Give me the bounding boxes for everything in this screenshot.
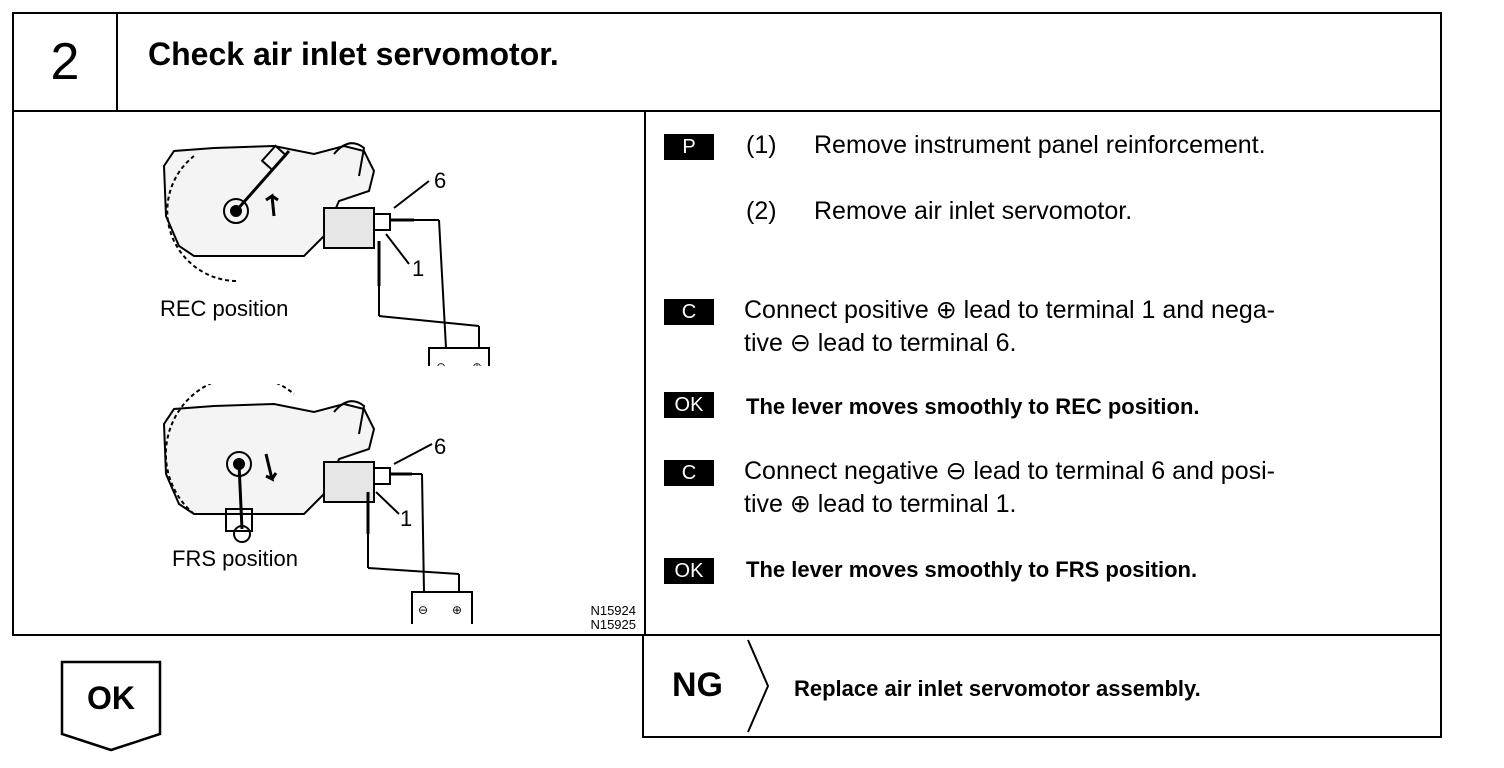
result-frs: The lever moves smoothly to FRS position… <box>746 557 1198 582</box>
step-title: Check air inlet servomotor. <box>148 36 559 72</box>
tag-ok: OK <box>664 558 714 584</box>
instruction-connect-2-line1: Connect negative ⊖ lead to terminal 6 an… <box>744 457 1275 485</box>
instruction-2-number: (2) <box>746 197 777 225</box>
step-frame: 2 Check air inlet servomotor. <box>12 12 1442 636</box>
instructions-panel: P (1) Remove instrument panel reinforceme… <box>646 112 1440 634</box>
instruction-connect-1: Connect positive ⊕ lead to terminal 1 an… <box>744 294 1275 360</box>
frs-terminal-1-label: 1 <box>400 506 412 531</box>
ok-label: OK <box>87 680 135 716</box>
rec-position-label: REC position <box>160 296 289 321</box>
instruction-1-text: Remove instrument panel reinforcement. <box>814 131 1266 159</box>
rec-servomotor-illustration: 6 1 ⊖ ⊕ <box>162 142 490 366</box>
tag-p: P <box>664 134 714 160</box>
svg-text:⊖: ⊖ <box>436 360 446 366</box>
svg-text:⊕: ⊕ <box>452 603 462 617</box>
ng-branch: NG Replace air inlet servomotor assembly… <box>642 636 1442 738</box>
instruction-connect-1-line2: tive ⊖ lead to terminal 6. <box>744 329 1017 357</box>
rec-terminal-1-label: 1 <box>412 256 424 281</box>
illustration-panel: 6 1 ⊖ ⊕ REC position <box>14 112 646 634</box>
instruction-1: (1) Remove instrument panel reinforcement… <box>746 129 1266 162</box>
frs-terminal-6-label: 6 <box>434 434 446 459</box>
ok-arrow-box-icon <box>60 660 162 752</box>
tag-ok: OK <box>664 392 714 418</box>
step-header: 2 Check air inlet servomotor. <box>14 14 1440 112</box>
figure-code: N15924 <box>590 603 636 618</box>
tag-c: C <box>664 460 714 486</box>
frs-servomotor-illustration: 6 1 ⊖ ⊕ <box>162 384 473 624</box>
instruction-connect-2-line2: tive ⊕ lead to terminal 1. <box>744 490 1017 518</box>
ng-action-text: Replace air inlet servomotor assembly. <box>794 676 1201 701</box>
figure-code: N15925 <box>590 617 636 632</box>
rec-terminal-6-label: 6 <box>434 168 446 193</box>
instruction-2: (2) Remove air inlet servomotor. <box>746 195 1132 228</box>
step-number: 2 <box>14 14 118 110</box>
instruction-2-text: Remove air inlet servomotor. <box>814 197 1133 225</box>
ok-branch: OK <box>60 660 162 752</box>
svg-text:⊕: ⊕ <box>472 360 482 366</box>
result-rec: The lever moves smoothly to REC position… <box>746 394 1200 419</box>
chevron-right-icon <box>747 639 770 733</box>
tag-c: C <box>664 299 714 325</box>
figure-codes: N15924 N15925 <box>590 604 636 632</box>
instruction-connect-2: Connect negative ⊖ lead to terminal 6 an… <box>744 455 1275 521</box>
svg-text:⊖: ⊖ <box>418 603 428 617</box>
ng-label: NG <box>672 666 723 704</box>
frs-position-label: FRS position <box>172 546 298 571</box>
instruction-1-number: (1) <box>746 131 777 159</box>
instruction-connect-1-line1: Connect positive ⊕ lead to terminal 1 an… <box>744 296 1275 324</box>
